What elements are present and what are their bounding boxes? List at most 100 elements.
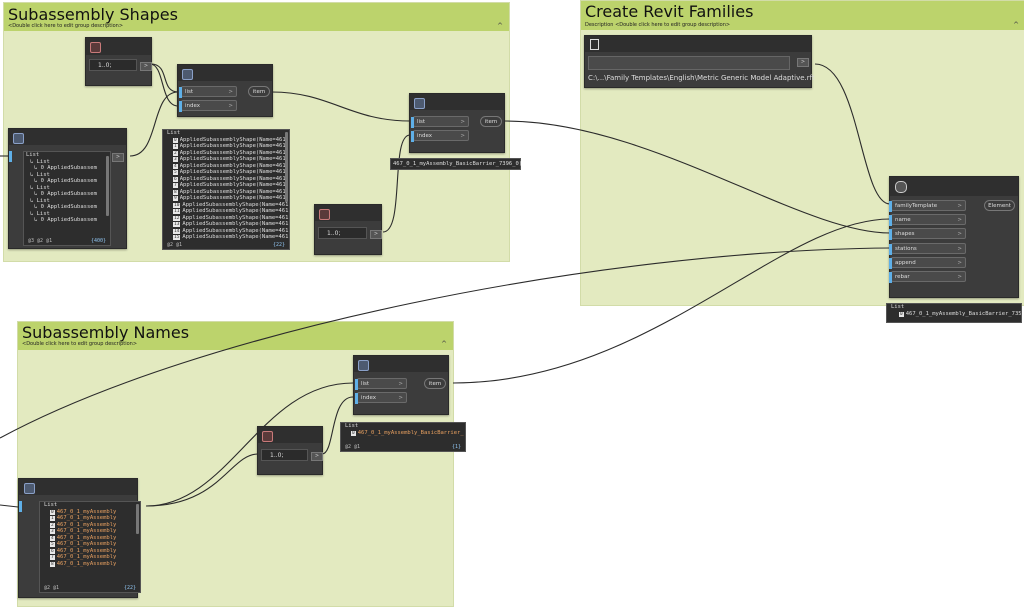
output-port[interactable]: > bbox=[140, 62, 152, 71]
input-port-shapes[interactable]: shapes> bbox=[889, 228, 966, 240]
port-label: shapes bbox=[895, 231, 915, 237]
collapse-icon[interactable]: ^ bbox=[1013, 21, 1019, 29]
tree-row-text: List bbox=[36, 197, 50, 204]
output-port[interactable]: > bbox=[311, 452, 323, 461]
input-port-list[interactable]: list> bbox=[179, 86, 237, 98]
file-path-icon bbox=[590, 39, 599, 50]
code-input[interactable]: 1..0; bbox=[261, 449, 308, 461]
preview-header: List bbox=[167, 130, 181, 136]
node-header bbox=[315, 205, 381, 221]
group-title: Create Revit Families bbox=[585, 2, 754, 21]
group-description: Description <Double click here to edit g… bbox=[585, 22, 731, 28]
input-port-stations[interactable]: stations> bbox=[889, 243, 966, 255]
tree-row: ↳ 0 AppliedSubassem bbox=[34, 178, 97, 184]
group-title: Subassembly Names bbox=[22, 323, 190, 342]
getitem-node[interactable]: list> index> item bbox=[177, 64, 273, 117]
input-port-index[interactable]: index> bbox=[411, 130, 469, 142]
preview-footer: @2 @1 {22} bbox=[163, 240, 289, 249]
group-header: Subassembly Shapes <Double click here to… bbox=[4, 3, 509, 31]
file-path-text: C:\...\Family Templates\English\Metric G… bbox=[588, 74, 815, 82]
list-levels: @2 @1 bbox=[345, 444, 361, 450]
node-header bbox=[585, 36, 811, 52]
port-label: list bbox=[185, 89, 194, 95]
file-path-field[interactable] bbox=[588, 56, 790, 70]
code-block-node[interactable]: 1..0; > bbox=[85, 37, 152, 86]
tree-row: ↳ List bbox=[30, 158, 50, 165]
preview-header: List bbox=[26, 152, 40, 158]
preview-item: 467_0_1_myAssembly_BasicBarrier_7396_0) bbox=[390, 158, 523, 170]
output-port[interactable]: > bbox=[797, 58, 809, 67]
preview-header: List bbox=[891, 304, 905, 310]
list-icon bbox=[13, 133, 24, 144]
output-port-item[interactable]: item bbox=[248, 86, 270, 97]
input-port-append[interactable]: append> bbox=[889, 257, 966, 269]
tree-row-text: List bbox=[36, 210, 50, 217]
output-port[interactable]: > bbox=[112, 153, 124, 162]
node-header bbox=[410, 94, 504, 110]
getitem-node[interactable]: list> index> item bbox=[353, 355, 449, 415]
list-node[interactable]: > List ↳ List ↳ 0 AppliedSubassem ↳ List… bbox=[8, 128, 127, 249]
input-port-rebar[interactable]: rebar> bbox=[889, 271, 966, 283]
tree-row-text: 0 AppliedSubassem bbox=[40, 165, 97, 171]
input-port-index[interactable]: index> bbox=[179, 100, 237, 112]
input-port-list[interactable]: list> bbox=[355, 378, 407, 390]
code-input[interactable]: 1..0; bbox=[318, 227, 367, 239]
input-port-index[interactable]: index> bbox=[355, 392, 407, 404]
output-port-element[interactable]: Element bbox=[984, 200, 1015, 211]
preview-footer: @2 @1 {22} bbox=[40, 583, 140, 592]
port-label: index bbox=[361, 395, 377, 401]
output-port[interactable]: > bbox=[370, 230, 382, 239]
tree-row-text: 0 AppliedSubassem bbox=[40, 178, 97, 184]
output-port-item[interactable]: item bbox=[480, 116, 502, 127]
list-getitem-icon bbox=[358, 360, 369, 371]
code-input[interactable]: 1..0; bbox=[89, 59, 137, 71]
code-block-node[interactable]: 1..0; > bbox=[314, 204, 382, 255]
tree-row: ↳ 0 AppliedSubassem bbox=[34, 165, 97, 171]
input-port-name[interactable]: name> bbox=[889, 214, 966, 226]
preview-header: List bbox=[44, 502, 58, 508]
preview-value: 467_0_1_myAssembly_BasicBarrier_7396_0) bbox=[393, 161, 523, 167]
collapse-icon[interactable]: ^ bbox=[441, 340, 447, 348]
output-port-item[interactable]: item bbox=[424, 378, 446, 389]
list-getitem-icon bbox=[182, 69, 193, 80]
group-header: Create Revit Families Description <Doubl… bbox=[581, 1, 1024, 30]
port-label: index bbox=[185, 103, 201, 109]
scrollbar[interactable] bbox=[106, 156, 109, 216]
item-count: {1} bbox=[451, 444, 461, 450]
input-port-list[interactable]: list> bbox=[411, 116, 469, 128]
getitem-node[interactable]: list> index> item bbox=[409, 93, 505, 153]
preview-tree: List ↳ List ↳ 0 AppliedSubassem ↳ List ↳… bbox=[23, 151, 111, 246]
item-count: {22} bbox=[272, 242, 285, 248]
input-port-familytemplate[interactable]: familyTemplate> bbox=[889, 200, 966, 212]
node-header bbox=[890, 177, 1018, 196]
collapse-icon[interactable]: ^ bbox=[497, 22, 503, 30]
create-family-node[interactable]: familyTemplate> name> shapes> stations> … bbox=[889, 176, 1019, 298]
wire bbox=[0, 504, 19, 508]
list-getitem-icon bbox=[414, 98, 425, 109]
input-port[interactable] bbox=[9, 151, 12, 162]
file-path-node[interactable]: > C:\...\Family Templates\English\Metric… bbox=[584, 35, 815, 88]
list-icon bbox=[24, 483, 35, 494]
item-count: {22} bbox=[123, 585, 136, 591]
port-label: list bbox=[417, 119, 426, 125]
tree-row: ↳ 0 AppliedSubassem bbox=[34, 204, 97, 210]
scrollbar[interactable] bbox=[136, 504, 139, 534]
code-block-node[interactable]: 1..0; > bbox=[257, 426, 323, 475]
node-header bbox=[9, 129, 126, 145]
scrollbar[interactable] bbox=[285, 132, 288, 202]
node-header bbox=[19, 479, 137, 495]
input-port[interactable] bbox=[19, 501, 22, 512]
